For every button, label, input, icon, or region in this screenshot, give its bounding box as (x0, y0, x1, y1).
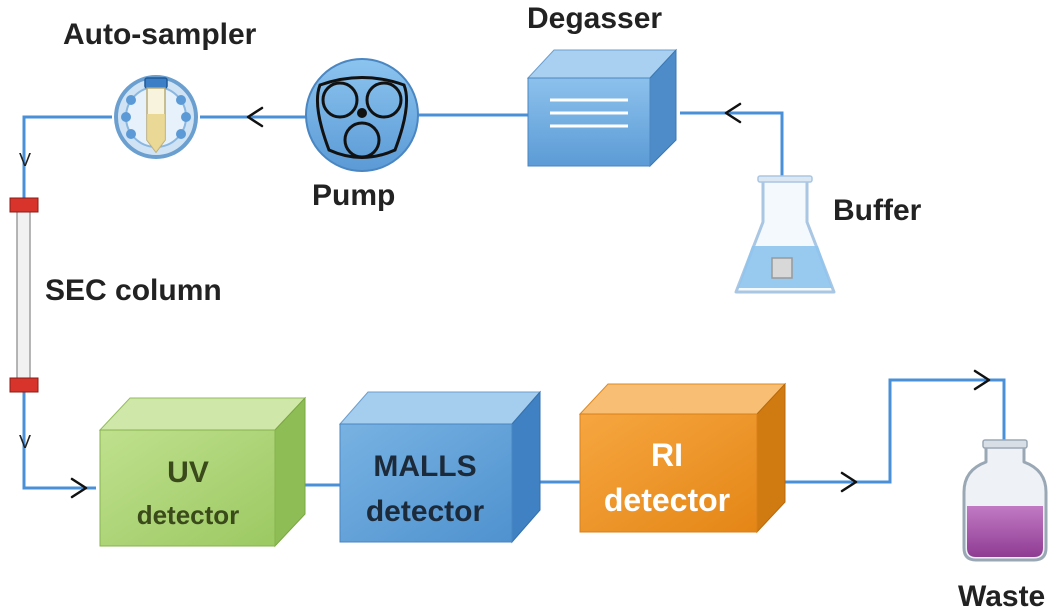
waste-label: Waste (958, 580, 1045, 612)
sec-column-label: SEC column (45, 274, 222, 307)
autosampler-label: Auto-sampler (63, 18, 257, 51)
ri-detector-label-line2: detector (604, 482, 730, 518)
arrow-into-uv (70, 477, 88, 499)
sec-column-icon (9, 197, 39, 393)
tube-ri-to-waste (773, 378, 1006, 510)
arrow-into-degasser (724, 102, 742, 124)
degasser-label: Degasser (527, 2, 662, 35)
malls-detector-label-line2: detector (366, 495, 485, 528)
ri-detector-label-line1: RI (651, 437, 683, 473)
tube-autosampler-to-column (22, 115, 112, 198)
buffer-label: Buffer (833, 194, 922, 227)
degasser-icon (526, 48, 678, 168)
arrow-to-waste-1 (840, 471, 858, 493)
waste-bottle-icon (962, 439, 1048, 562)
buffer-flask-icon (734, 175, 836, 294)
uv-detector-box (98, 396, 307, 548)
malls-detector-label-line1: MALLS (373, 450, 476, 483)
malls-detector-box (338, 390, 542, 544)
arrow-to-waste-2 (973, 369, 991, 391)
pump-label: Pump (312, 179, 395, 212)
pump-icon (305, 58, 419, 172)
uv-detector-label-line2: detector (137, 500, 240, 530)
ri-detector-box (578, 382, 787, 534)
column-outlet-marker: V (19, 432, 31, 452)
autosampler-icon (114, 75, 198, 159)
column-inlet-marker: V (19, 150, 31, 170)
tube-column-to-uv (22, 392, 96, 490)
uv-detector-label-line1: UV (167, 456, 209, 489)
arrow-into-autosampler (246, 106, 264, 128)
